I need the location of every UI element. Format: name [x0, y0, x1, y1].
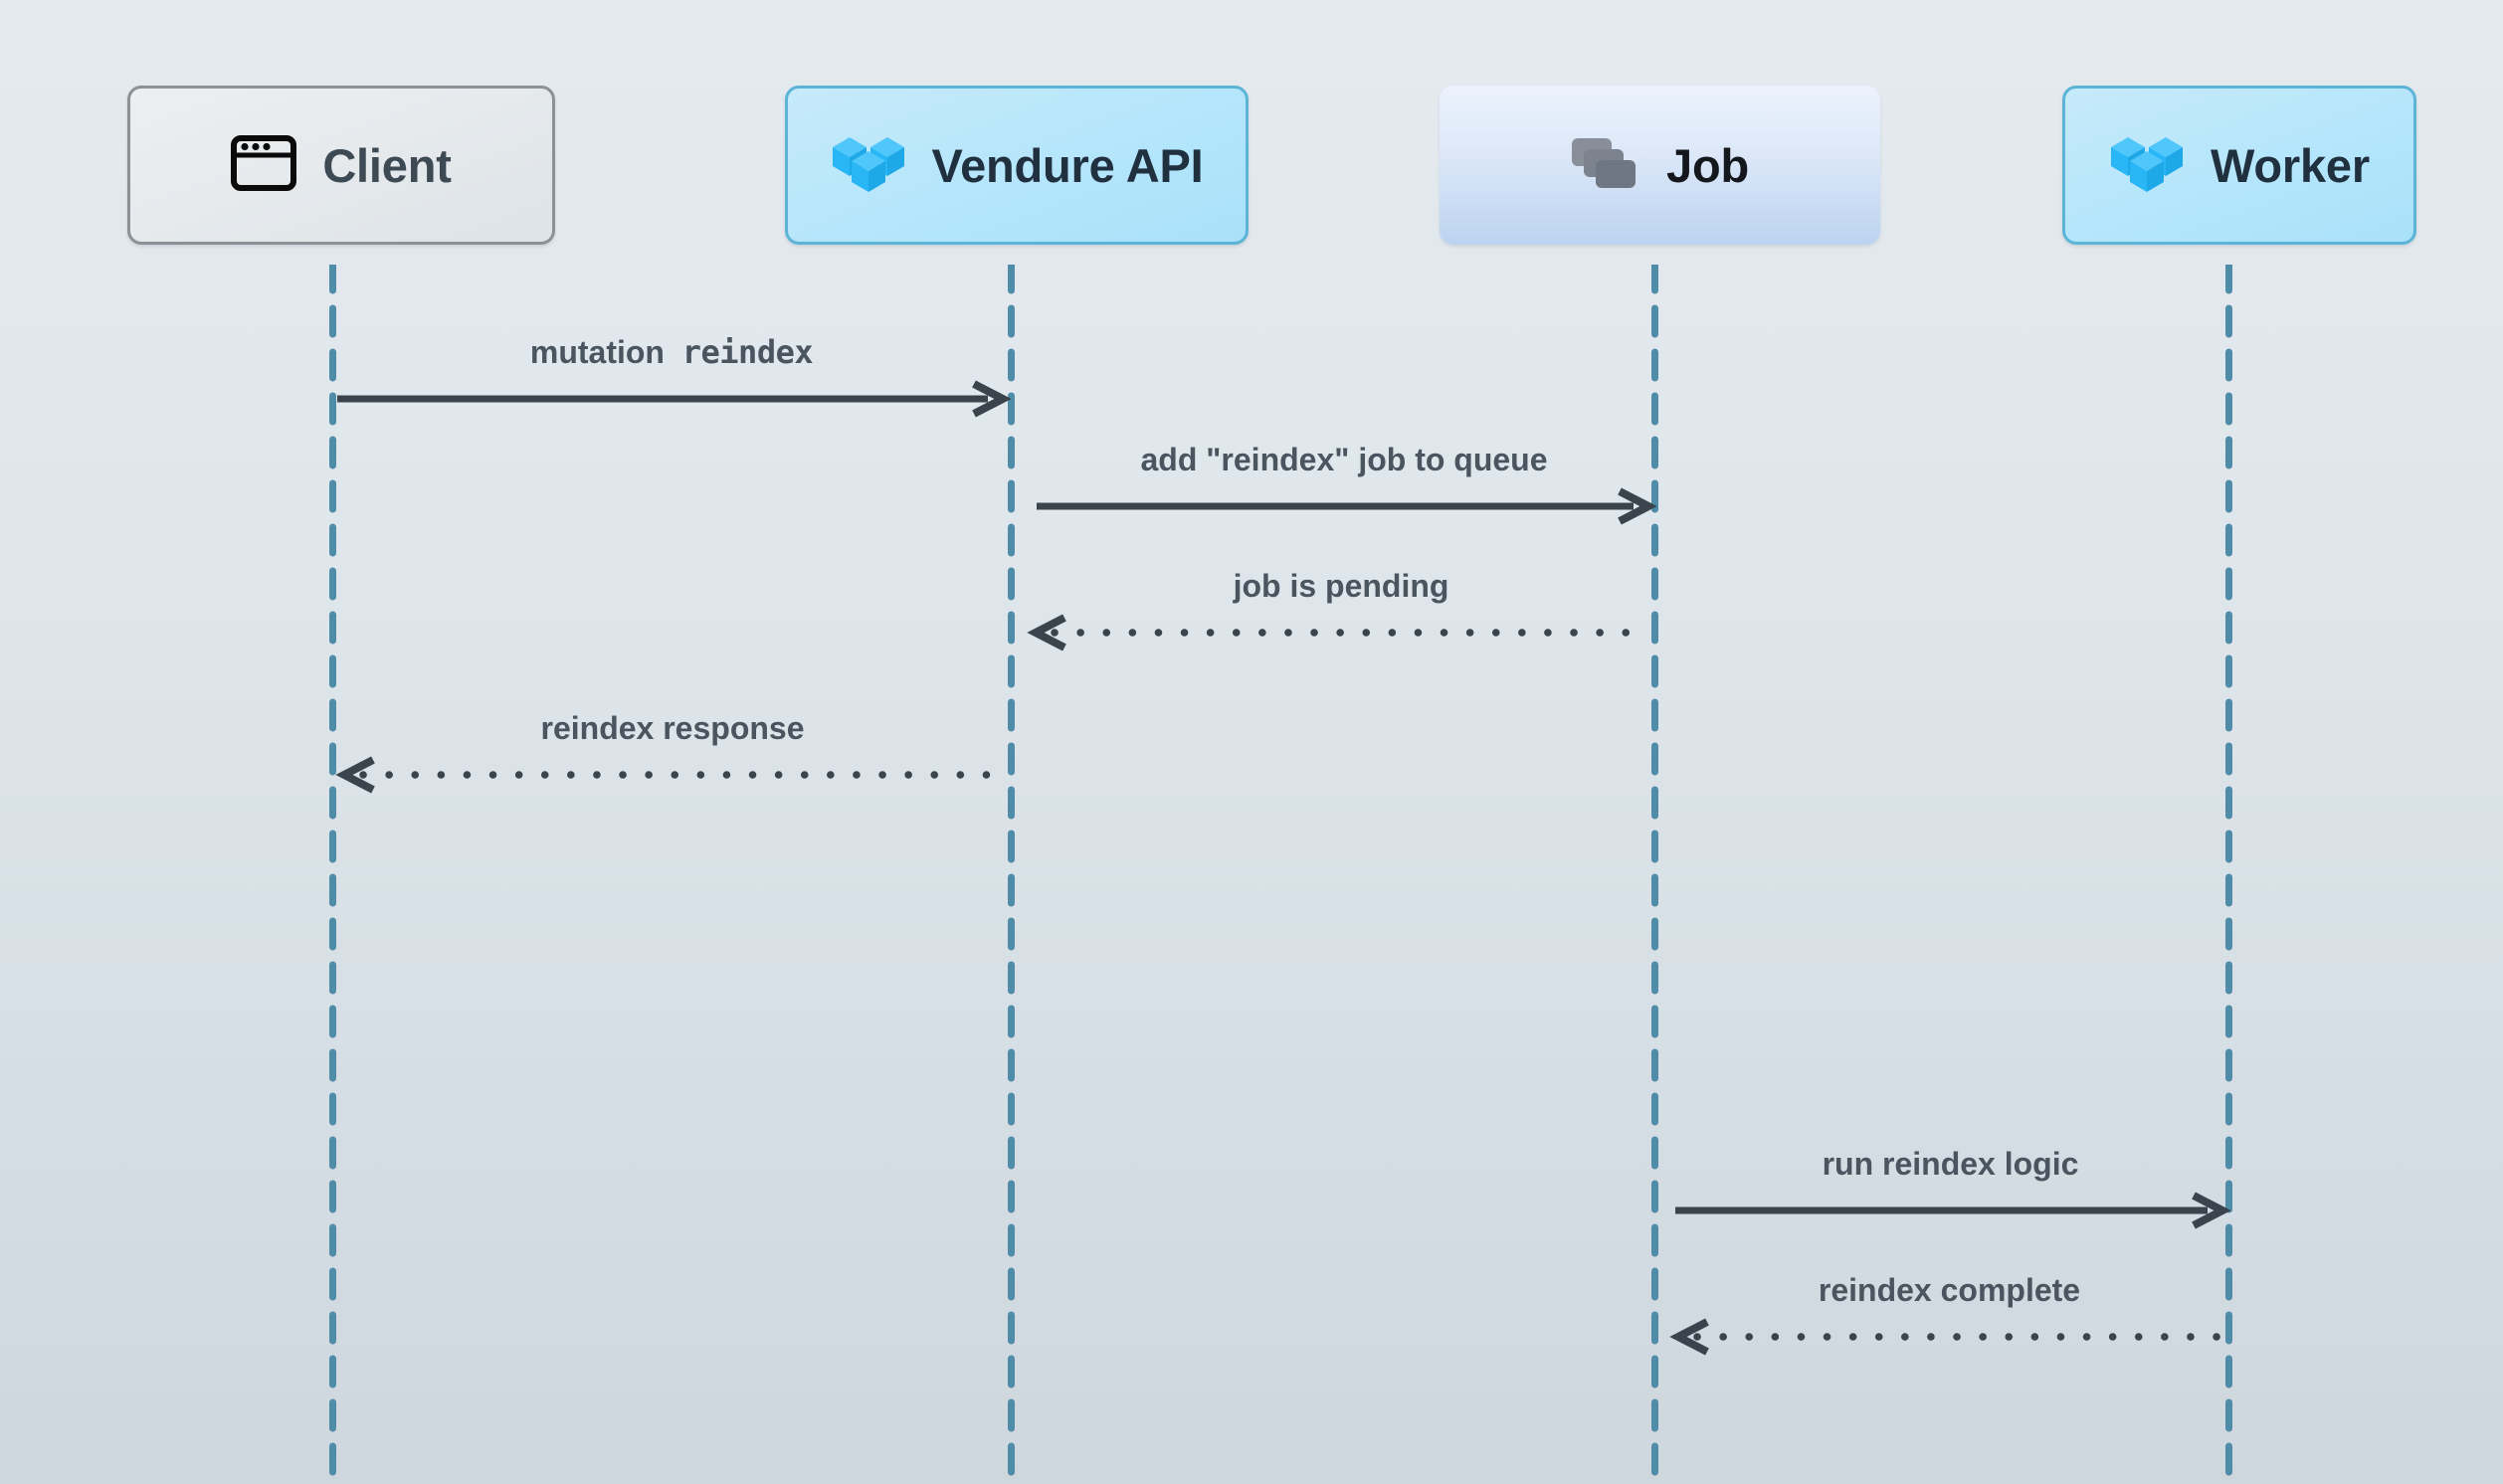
participant-worker[interactable]: Worker [2062, 86, 2416, 245]
lifeline-client [328, 265, 336, 1484]
message-job-is-pending: job is pending [1027, 564, 1651, 659]
lifeline-job [1650, 265, 1658, 1484]
vendure-cubes-icon [2109, 132, 2185, 199]
participant-vendure-api[interactable]: Vendure API [785, 86, 1249, 245]
message-arrow-solid [337, 380, 1012, 418]
message-label: add "reindex" job to queue [1140, 442, 1548, 477]
message-label: mutation reindex [337, 330, 1006, 374]
lifeline-worker [2224, 265, 2232, 1484]
participant-label: Worker [2211, 138, 2370, 192]
message-label: reindex response [540, 710, 805, 746]
message-arrow-solid [1037, 487, 1657, 525]
message-reindex-complete: reindex complete [1669, 1268, 2225, 1364]
message-arrow-solid [1675, 1192, 2231, 1229]
message-arrow-dotted [335, 756, 1006, 794]
message-label: reindex complete [1818, 1272, 2081, 1308]
message-label-text: mutation [529, 334, 665, 370]
participant-client[interactable]: Client [127, 86, 555, 245]
message-arrow-dotted [1669, 1318, 2225, 1356]
message-arrow-dotted [1027, 614, 1651, 651]
lifeline-vendure-api [1007, 265, 1015, 1484]
participant-job[interactable]: Job [1440, 86, 1880, 245]
vendure-cubes-icon [831, 132, 906, 199]
message-reindex-response: reindex response [335, 706, 1006, 802]
stacked-layers-icon [1571, 135, 1640, 196]
browser-window-icon [231, 134, 297, 196]
message-label: job is pending [1233, 568, 1449, 604]
message-mutation-reindex: mutation reindex [337, 330, 1012, 426]
participant-label: Job [1666, 138, 1749, 192]
participant-label: Vendure API [931, 138, 1204, 192]
message-label: run reindex logic [1822, 1146, 2079, 1182]
message-add-reindex-job: add "reindex" job to queue [1037, 438, 1657, 533]
message-run-reindex-logic: run reindex logic [1675, 1142, 2231, 1237]
message-label-code: reindex [681, 333, 814, 371]
participant-label: Client [322, 138, 452, 192]
